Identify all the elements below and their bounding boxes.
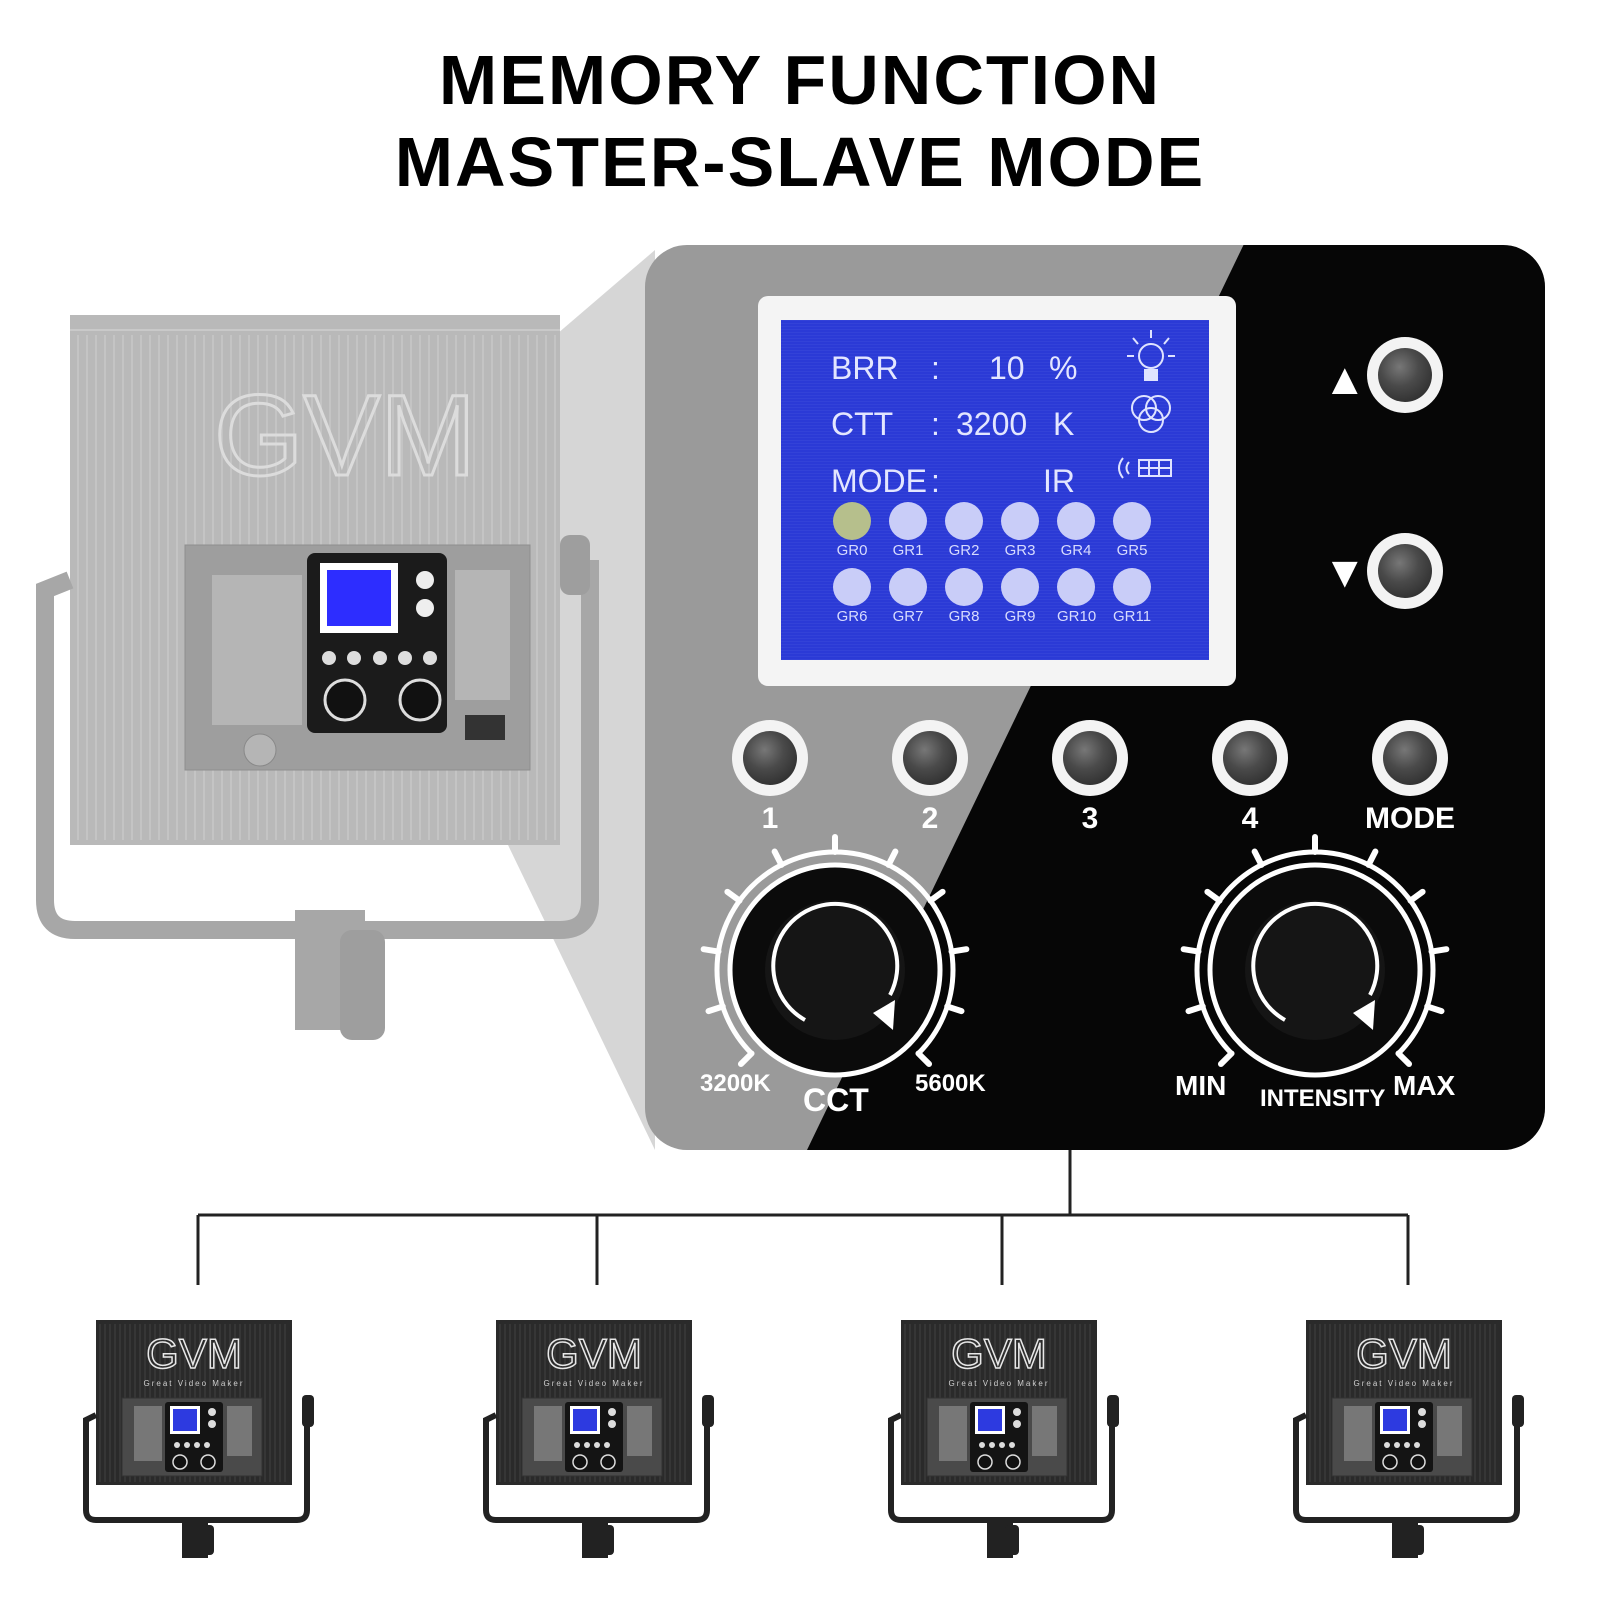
brr-value: 10 — [989, 350, 1025, 386]
lcd-screen: BRR : 10 % CTT : 3200 K MODE : IR — [781, 320, 1209, 660]
group-indicator-gr11 — [1113, 568, 1151, 606]
wireless-remote-icon — [1118, 457, 1172, 479]
slave-light-2: GVM Great Video Maker — [482, 1320, 714, 1590]
lcd-frame: BRR : 10 % CTT : 3200 K MODE : IR — [758, 296, 1236, 686]
group-label: GR1 — [892, 542, 924, 559]
slave-tagline: Great Video Maker — [144, 1379, 245, 1388]
group-label: GR0 — [836, 542, 868, 559]
intensity-knob[interactable] — [1180, 834, 1450, 1078]
up-button[interactable] — [1367, 337, 1443, 413]
preset-1-button[interactable] — [732, 720, 808, 796]
group-label: GR2 — [948, 542, 980, 559]
up-arrow-icon: ▲ — [1323, 355, 1367, 404]
slave-logo: GVM — [546, 1330, 642, 1377]
group-indicator-gr3 — [1001, 502, 1039, 540]
mode-button[interactable] — [1372, 720, 1448, 796]
slave-light-4: GVM Great Video Maker — [1292, 1320, 1524, 1590]
slave-tagline: Great Video Maker — [1354, 1379, 1455, 1388]
group-label: GR6 — [836, 608, 868, 625]
cct-label: CCT — [803, 1082, 869, 1118]
group-label: GR10 — [1057, 608, 1097, 625]
group-indicator-gr7 — [889, 568, 927, 606]
preset-2-button[interactable] — [892, 720, 968, 796]
mode-button-label: MODE — [1365, 802, 1455, 835]
ctt-sep: : — [931, 406, 940, 442]
intensity-label: INTENSITY — [1260, 1085, 1386, 1112]
slave-logo: GVM — [146, 1330, 242, 1377]
mode-label: MODE — [831, 463, 927, 499]
group-indicator-gr9 — [1001, 568, 1039, 606]
preset-4-label: 4 — [1241, 802, 1259, 835]
control-panel: BRR : 10 % CTT : 3200 K MODE : IR — [645, 245, 1545, 1150]
slave-logo: GVM — [951, 1330, 1047, 1377]
group-indicator-gr6 — [833, 568, 871, 606]
brr-unit: % — [1049, 350, 1078, 386]
heading-line-2: MASTER-SLAVE MODE — [394, 123, 1206, 201]
group-label: GR3 — [1004, 542, 1036, 559]
group-label: GR11 — [1113, 608, 1152, 625]
brand-logo: GVM — [214, 372, 476, 500]
group-label: GR7 — [892, 608, 924, 625]
intensity-max-label: MAX — [1393, 1070, 1456, 1101]
slave-light-3: GVM Great Video Maker — [887, 1320, 1119, 1590]
group-label: GR5 — [1116, 542, 1148, 559]
group-indicator-gr5 — [1113, 502, 1151, 540]
slave-tagline: Great Video Maker — [949, 1379, 1050, 1388]
mode-sep: : — [931, 463, 940, 499]
group-indicator-gr4 — [1057, 502, 1095, 540]
bulb-icon — [1127, 330, 1175, 381]
knob-arc — [714, 849, 956, 1056]
color-wheel-icon — [1131, 395, 1171, 433]
down-button[interactable] — [1367, 533, 1443, 609]
brr-sep: : — [931, 350, 940, 386]
group-label: GR4 — [1060, 542, 1092, 559]
knob-arc — [1194, 849, 1436, 1056]
group-indicator-gr10 — [1057, 568, 1095, 606]
intensity-min-label: MIN — [1175, 1070, 1227, 1101]
group-label: GR9 — [1004, 608, 1036, 625]
brr-label: BRR — [831, 350, 899, 386]
group-indicator-gr2 — [945, 502, 983, 540]
ctt-unit: K — [1053, 406, 1075, 442]
preset-3-label: 3 — [1081, 802, 1099, 835]
preset-4-button[interactable] — [1212, 720, 1288, 796]
preset-3-button[interactable] — [1052, 720, 1128, 796]
slave-tagline: Great Video Maker — [544, 1379, 645, 1388]
cct-max-label: 5600K — [915, 1070, 986, 1097]
heading-line-1: MEMORY FUNCTION — [438, 41, 1162, 119]
slave-logo: GVM — [1356, 1330, 1452, 1377]
ctt-value: 3200 — [956, 406, 1028, 442]
cct-knob[interactable] — [700, 834, 970, 1078]
down-arrow-icon: ▼ — [1323, 548, 1367, 597]
preset-1-label: 1 — [761, 802, 779, 835]
group-label: GR8 — [948, 608, 980, 625]
ctt-label: CTT — [831, 406, 894, 442]
mode-value: IR — [1043, 463, 1075, 499]
cct-min-label: 3200K — [700, 1070, 771, 1097]
preset-2-label: 2 — [921, 802, 939, 835]
slave-light-1: GVM Great Video Maker — [82, 1320, 314, 1590]
group-indicator-gr8 — [945, 568, 983, 606]
group-indicator-gr1 — [889, 502, 927, 540]
group-indicator-gr0 — [833, 502, 871, 540]
